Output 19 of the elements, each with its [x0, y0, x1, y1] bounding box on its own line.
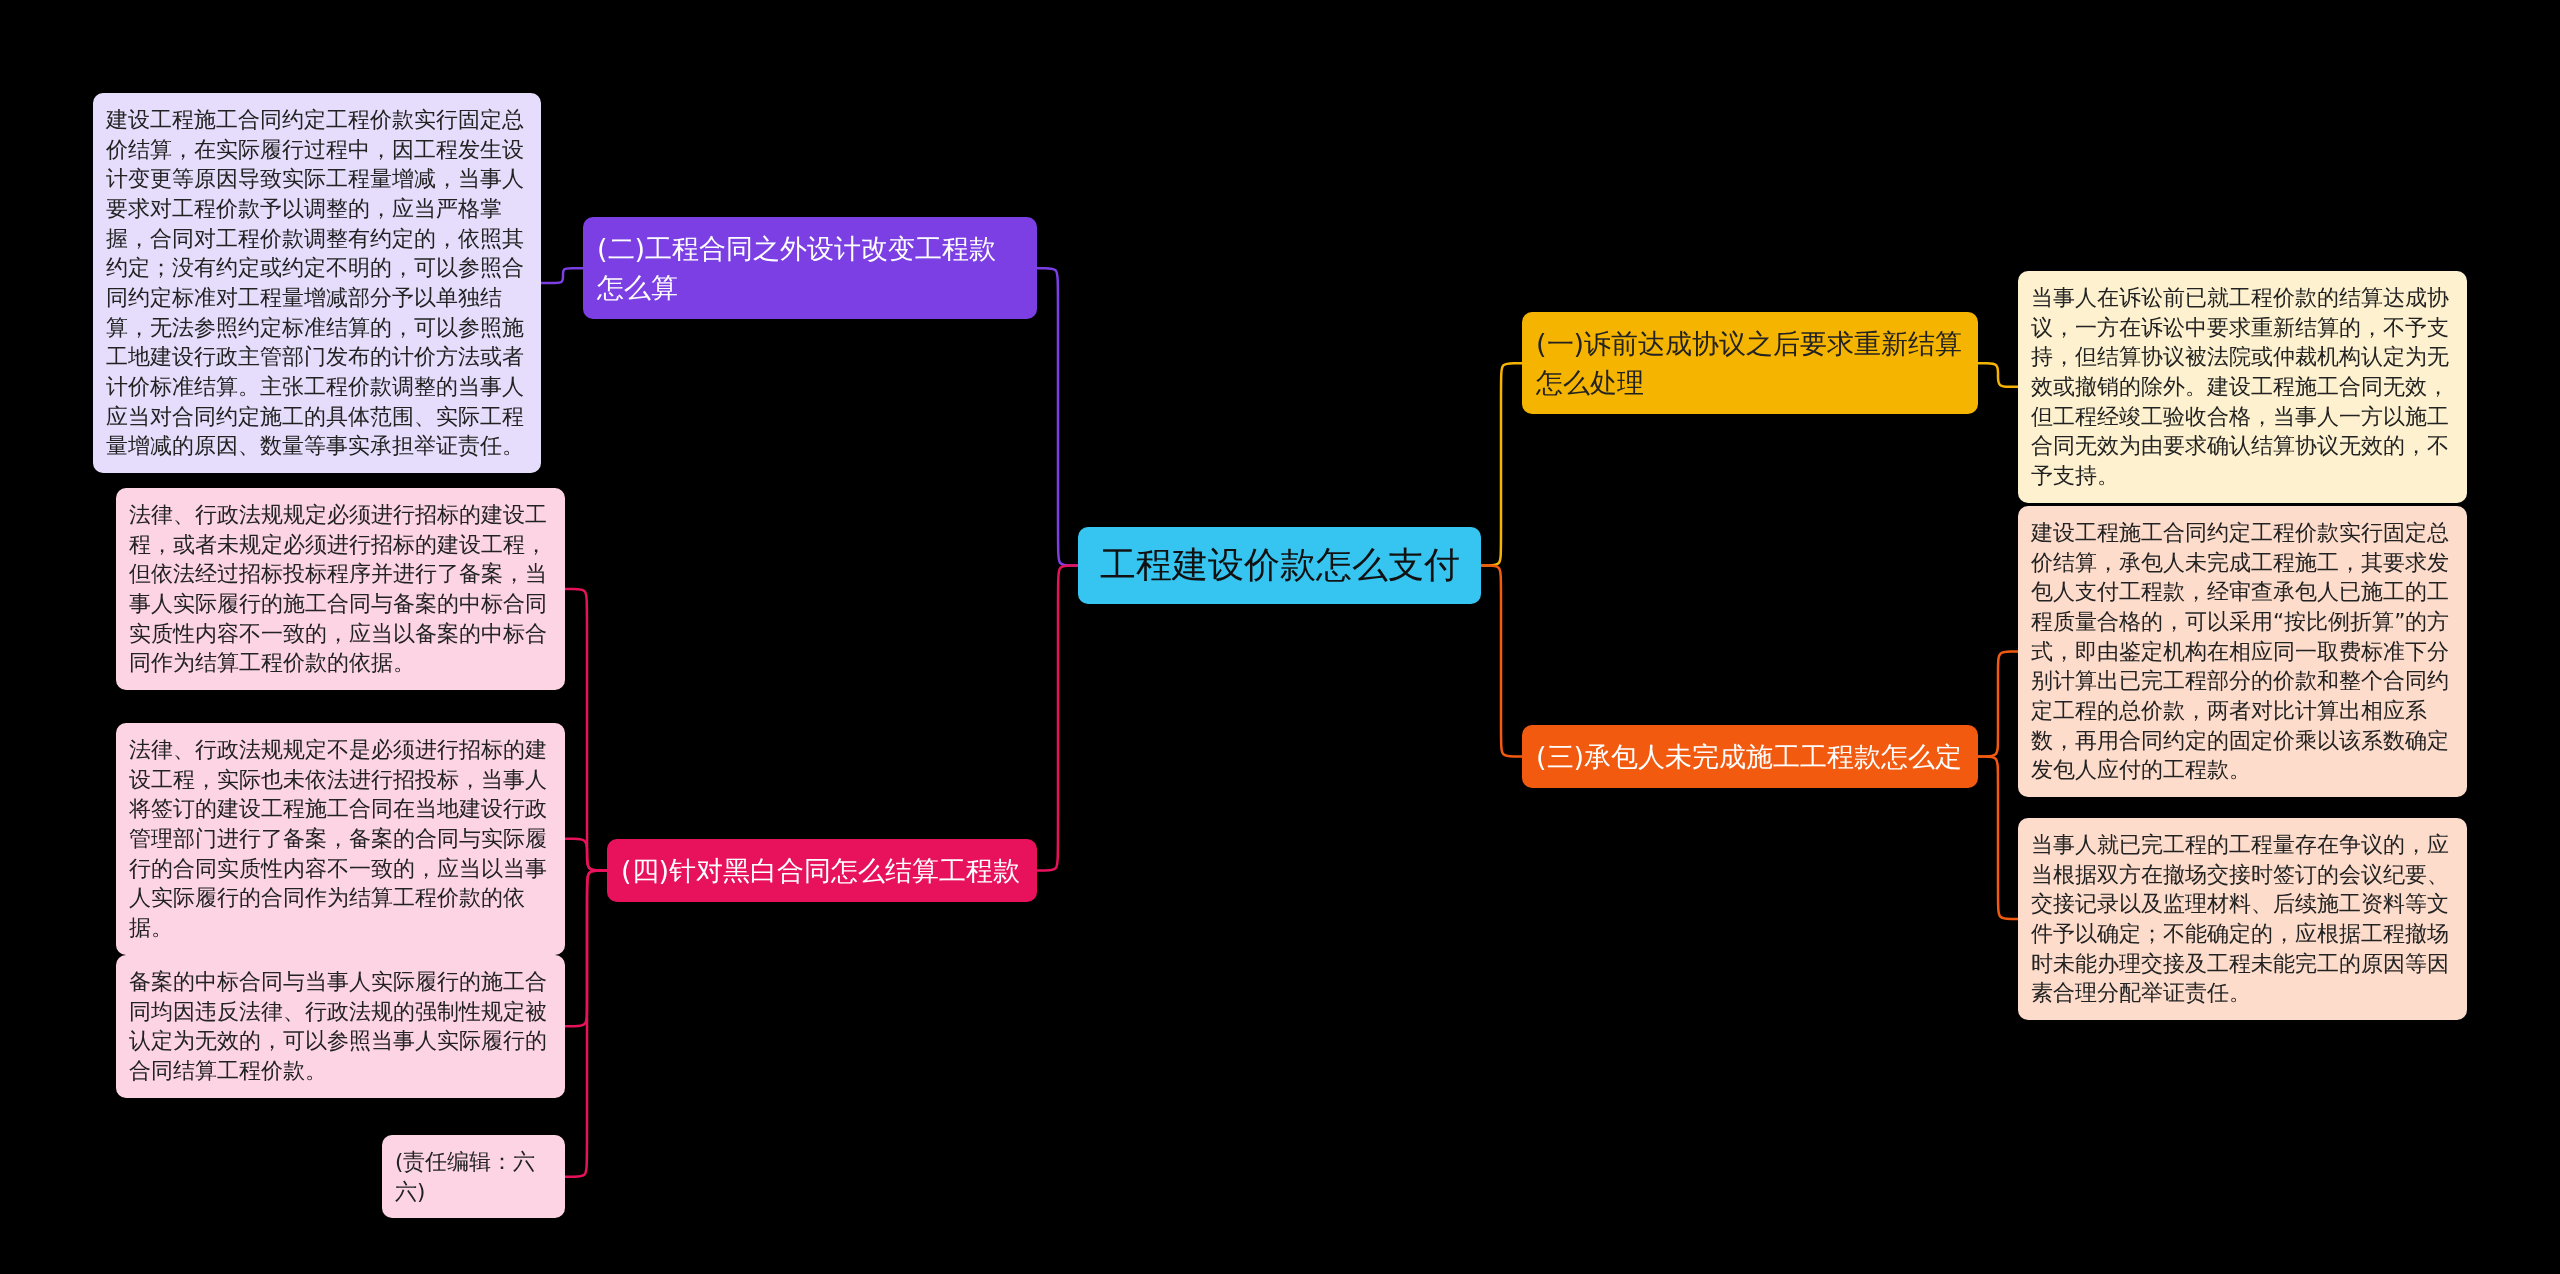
note-card: 法律、行政法规规定不是必须进行招标的建设工程，实际也未依法进行招投标，当事人将签订的建设工程施工合同在当地建设行政管理部门进行了备案，备案的合同与实际履行的合同实质性内容不一致的，应当以当事人实际履行的合同作为结算工程价款的依据。: [116, 723, 565, 955]
connector-line: [1036, 564, 1079, 872]
note-card: 建设工程施工合同约定工程价款实行固定总价结算，在实际履行过程中，因工程发生设计变更等原因导致实际工程量增减，当事人要求对工程价款予以调整的，应当严格掌握，合同对工程价款调整有约定的，依照其约定；没有约定或约定不明的，可以参照合同约定标准对工程量增减部分予以单独结算，无法参照约定标准结算的，可以参照施工地建设行政主管部门发布的计价方法或者计价标准结算。主张工程价款调整的当事人应当对合同约定施工的具体范围、实际工程量增减的原因、数量等事实承担举证责任。: [93, 93, 541, 473]
note-card: 建设工程施工合同约定工程价款实行固定总价结算，承包人未完成工程施工，其要求发包人支付工程款，经审查承包人已施工的工程质量合格的，可以采用“按比例折算”的方式，即由鉴定机构在相应同一取费标准下分别计算出已完工程部分的价款和整个合同约定工程的总价款，两者对比计算出相应系数，再用合同约定的固定价乘以该系数确定发包人应付的工程款。: [2018, 506, 2467, 797]
connector-line: [1978, 361, 2018, 389]
branch-topic: (三)承包人未完成施工工程款怎么定: [1522, 725, 1978, 789]
note-card: (责任编辑：六六): [382, 1135, 565, 1219]
note-card: 备案的中标合同与当事人实际履行的施工合同均因违反法律、行政法规的强制性规定被认定为无效的，可以参照当事人实际履行的合同结算工程价款。: [116, 955, 565, 1098]
connector-line: [1977, 755, 2019, 921]
branch-topic: (一)诉前达成协议之后要求重新结算怎么处理: [1522, 312, 1978, 415]
branch-topic: (四)针对黑白合同怎么结算工程款: [607, 839, 1037, 903]
connector-line: [541, 266, 583, 285]
connector-line: [1480, 564, 1523, 758]
root-topic: 工程建设价款怎么支付: [1078, 527, 1481, 604]
branch-topic: (二)工程合同之外设计改变工程款怎么算: [583, 217, 1037, 320]
note-card: 当事人在诉讼前已就工程价款的结算达成协议，一方在诉讼中要求重新结算的，不予支持，但结算协议被法院或仲裁机构认定为无效或撤销的除外。建设工程施工合同无效，但工程经竣工验收合格，当事人一方以施工合同无效为由要求确认结算协议无效的，不予支持。: [2018, 271, 2467, 503]
note-card: 当事人就已完工程的工程量存在争议的，应当根据双方在撤场交接时签订的会议纪要、交接记录以及监理材料、后续施工资料等文件予以确定；不能确定的，应根据工程撤场时未能办理交接及工程未能完工的原因等因素合理分配举证责任。: [2018, 818, 2467, 1020]
note-card: 法律、行政法规规定必须进行招标的建设工程，或者未规定必须进行招标的建设工程，但依法经过招标投标程序并进行了备案，当事人实际履行的施工合同与备案的中标合同实质性内容不一致的，应当以备案的中标合同作为结算工程价款的依据。: [116, 488, 565, 690]
connector-line: [565, 869, 608, 1178]
